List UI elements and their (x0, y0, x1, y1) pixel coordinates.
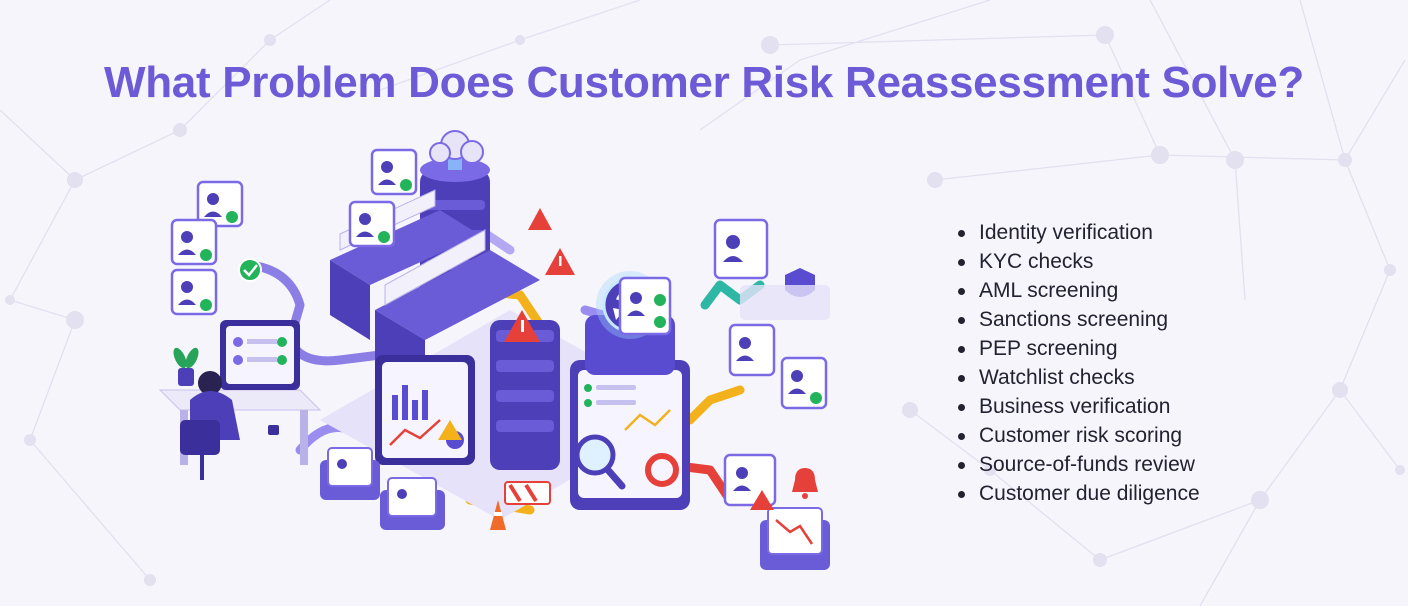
plant-icon (173, 347, 199, 386)
user-icon (170, 148, 830, 570)
list-item: Identity verification (955, 218, 1200, 247)
magnifier-icon (574, 434, 626, 490)
alarm-bell-icon (792, 468, 818, 499)
traffic-cone-icon (490, 481, 551, 530)
list-item: Sanctions screening (955, 305, 1200, 334)
cloud-icon (429, 130, 484, 164)
list-item: AML screening (955, 276, 1200, 305)
list-item: KYC checks (955, 247, 1200, 276)
shield-icon (740, 268, 830, 320)
risk-reassessment-illustration (158, 130, 830, 570)
checklist: Identity verification KYC checks AML scr… (955, 218, 1200, 508)
list-item: PEP screening (955, 334, 1200, 363)
warning-icon (438, 208, 774, 510)
list-item: Source-of-funds review (955, 450, 1200, 479)
check-icon (238, 258, 262, 282)
list-item: Watchlist checks (955, 363, 1200, 392)
page-title: What Problem Does Customer Risk Reassess… (104, 58, 1304, 107)
list-item: Customer due diligence (955, 479, 1200, 508)
list-item: Customer risk scoring (955, 421, 1200, 450)
list-item: Business verification (955, 392, 1200, 421)
